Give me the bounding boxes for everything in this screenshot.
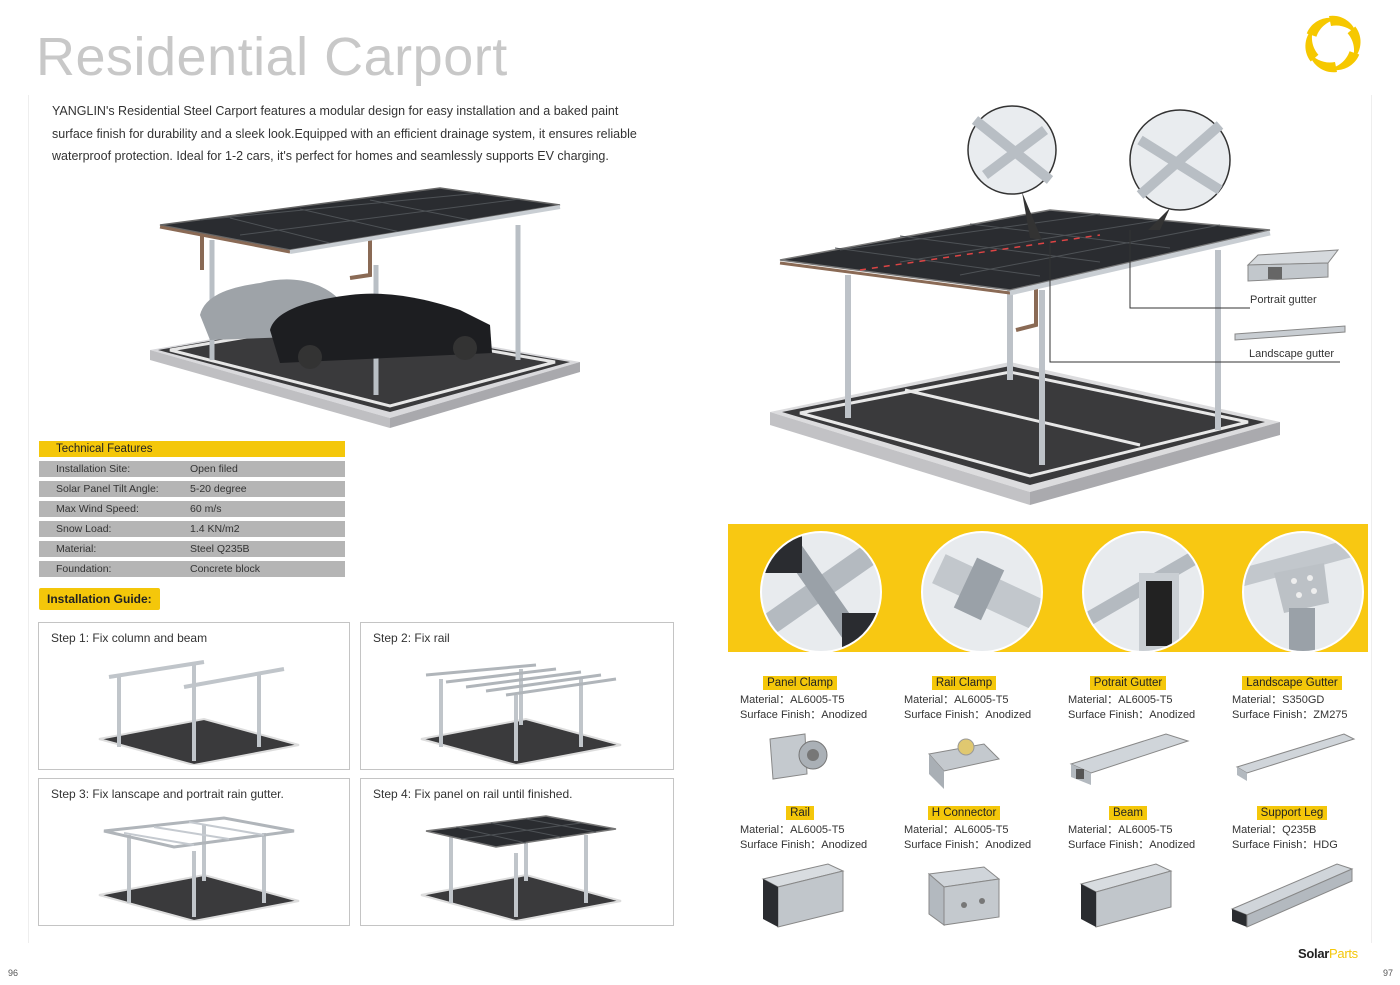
- step-2-label: Step 2: Fix rail: [373, 631, 450, 645]
- part-finish: Surface Finish：Anodized: [904, 839, 1032, 851]
- part-finish: Surface Finish：ZM275: [1232, 709, 1348, 721]
- part-h-connector: H Connector Material：AL6005-T5 Surface F…: [884, 806, 1044, 934]
- technical-features-table: Technical Features Installation Site: Ope…: [39, 441, 345, 581]
- step-1-label: Step 1: Fix column and beam: [51, 631, 208, 645]
- panel-clamp-detail-circle: [760, 531, 882, 653]
- part-name: Landscape Gutter: [1242, 676, 1342, 690]
- spec-value: Open filed: [190, 463, 238, 475]
- step-1-image: [98, 660, 300, 765]
- rail-icon: [761, 863, 845, 928]
- part-rail-clamp: Rail Clamp Material：AL6005-T5 Surface Fi…: [884, 676, 1044, 794]
- part-material: Material：AL6005-T5: [904, 694, 1009, 706]
- part-rail: Rail Material：AL6005-T5 Surface Finish：A…: [720, 806, 880, 934]
- page-title: Residential Carport: [36, 27, 508, 87]
- step-1-box: Step 1: Fix column and beam: [38, 622, 350, 770]
- part-panel-clamp: Panel Clamp Material：AL6005-T5 Surface F…: [720, 676, 880, 790]
- spec-row: Max Wind Speed: 60 m/s: [39, 501, 345, 517]
- spec-value: 60 m/s: [190, 503, 222, 515]
- page-number-right: 97: [1383, 968, 1394, 978]
- technical-features-heading: Technical Features: [39, 441, 345, 457]
- beam-icon: [1079, 863, 1173, 928]
- page-frame: [28, 95, 1372, 943]
- landscape-gutter-label: Landscape gutter: [1249, 348, 1335, 360]
- spec-label: Foundation:: [56, 563, 112, 575]
- gutter-detail-circle: [1082, 531, 1204, 653]
- part-name: Rail: [786, 806, 814, 820]
- spec-label: Snow Load:: [56, 523, 112, 535]
- carport-structure-image: [770, 105, 1346, 505]
- spec-value: Concrete block: [190, 563, 261, 575]
- support-leg-icon: [1230, 863, 1354, 928]
- spec-row: Foundation: Concrete block: [39, 561, 345, 577]
- spec-row: Material: Steel Q235B: [39, 541, 345, 557]
- step-4-box: Step 4: Fix panel on rail until finished…: [360, 778, 674, 926]
- spec-label: Installation Site:: [56, 463, 131, 475]
- step-4-label: Step 4: Fix panel on rail until finished…: [373, 787, 573, 801]
- brand-logo-icon: [1305, 15, 1361, 73]
- part-name: Support Leg: [1256, 806, 1328, 820]
- brand-accent: Parts: [1329, 946, 1358, 961]
- part-finish: Surface Finish：Anodized: [904, 709, 1032, 721]
- part-finish: Surface Finish：Anodized: [1068, 709, 1196, 721]
- h-connector-icon: [927, 866, 1001, 926]
- part-name: H Connector: [927, 806, 1001, 820]
- page-number-left: 96: [8, 968, 19, 978]
- support-leg-detail-circle: [1242, 531, 1364, 653]
- part-finish: Surface Finish：Anodized: [740, 709, 868, 721]
- rail-clamp-icon: [928, 738, 1001, 789]
- spec-row: Solar Panel Tilt Angle: 5-20 degree: [39, 481, 345, 497]
- part-beam: Beam Material：AL6005-T5 Surface Finish：A…: [1048, 806, 1208, 934]
- part-material: Material：AL6005-T5: [1068, 694, 1173, 706]
- portrait-gutter-label: Portrait gutter: [1250, 294, 1317, 306]
- panel-clamp-icon: [769, 733, 828, 780]
- spec-row: Installation Site: Open filed: [39, 461, 345, 477]
- part-material: Material：AL6005-T5: [740, 824, 845, 836]
- part-potrait-gutter: Potrait Gutter Material：AL6005-T5 Surfac…: [1048, 676, 1208, 790]
- installation-guide-heading: Installation Guide:: [39, 588, 160, 610]
- spec-label: Material:: [56, 543, 97, 555]
- spec-row: Snow Load: 1.4 KN/m2: [39, 521, 345, 537]
- step-2-image: [420, 663, 622, 765]
- rail-clamp-detail-circle: [921, 531, 1043, 653]
- part-material: Material：AL6005-T5: [740, 694, 845, 706]
- carport-with-cars-image: [150, 187, 580, 428]
- part-support-leg: Support Leg Material：Q235B Surface Finis…: [1212, 806, 1372, 934]
- spec-value: 5-20 degree: [190, 483, 247, 495]
- potrait-gutter-icon: [1069, 733, 1190, 785]
- part-material: Material：AL6005-T5: [1068, 824, 1173, 836]
- part-name: Potrait Gutter: [1089, 676, 1167, 690]
- spec-value: Steel Q235B: [190, 543, 250, 555]
- part-material: Material：AL6005-T5: [904, 824, 1009, 836]
- part-finish: Surface Finish：HDG: [1232, 839, 1338, 851]
- spec-value: 1.4 KN/m2: [190, 523, 240, 535]
- brand-main: Solar: [1298, 946, 1330, 961]
- step-3-box: Step 3: Fix lanscape and portrait rain g…: [38, 778, 350, 926]
- part-name: Beam: [1108, 806, 1148, 820]
- landscape-gutter-icon: [1235, 733, 1356, 781]
- part-name: Panel Clamp: [763, 676, 837, 690]
- part-landscape-gutter: Landscape Gutter Material：S350GD Surface…: [1212, 676, 1372, 790]
- part-material: Material：Q235B: [1232, 824, 1317, 836]
- step-2-box: Step 2: Fix rail: [360, 622, 674, 770]
- part-finish: Surface Finish：Anodized: [740, 839, 868, 851]
- spec-label: Solar Panel Tilt Angle:: [56, 483, 159, 495]
- footer-brand: SolarParts: [1298, 946, 1358, 961]
- part-finish: Surface Finish：Anodized: [1068, 839, 1196, 851]
- spec-label: Max Wind Speed:: [56, 503, 139, 515]
- step-3-label: Step 3: Fix lanscape and portrait rain g…: [51, 787, 284, 801]
- part-name: Rail Clamp: [931, 676, 997, 690]
- part-material: Material：S350GD: [1232, 694, 1325, 706]
- step-4-image: [420, 815, 622, 921]
- step-3-image: [98, 816, 300, 921]
- description: YANGLIN's Residential Steel Carport feat…: [52, 104, 637, 163]
